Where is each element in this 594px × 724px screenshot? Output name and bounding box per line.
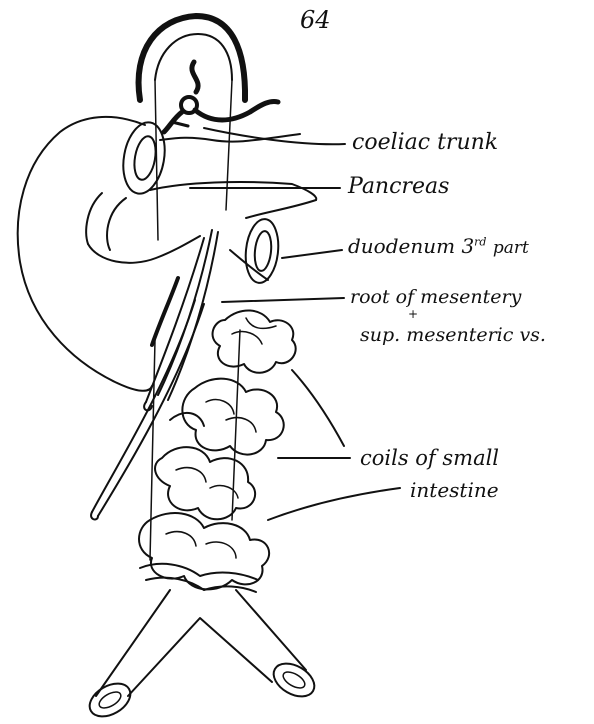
page-number: 64 [300, 8, 331, 32]
iliac-bifurcation [84, 590, 320, 723]
aortic-vessels [139, 16, 245, 240]
label-duodenum-main: duodenum 3 [348, 234, 474, 258]
label-coils-line2: intestine [410, 480, 499, 500]
mesentery-root-strands [91, 230, 240, 560]
label-plus-sign: + [408, 308, 418, 320]
label-duodenum-superscript: rd [474, 235, 486, 248]
label-sup-mesenteric-vs: sup. mesenteric vs. [360, 326, 546, 345]
label-duodenum: duodenum 3rd part [348, 236, 529, 257]
label-duodenum-tail: part [493, 238, 529, 258]
duodenum-third-part-ring [243, 218, 282, 285]
label-coeliac-trunk: coeliac trunk [352, 132, 498, 154]
label-pancreas: Pancreas [348, 176, 449, 198]
coeliac-trunk-vessel [164, 62, 278, 132]
small-intestine-coils [139, 310, 296, 592]
label-root-of-mesentery: root of mesentery [350, 288, 521, 307]
label-coils-line1: coils of small [360, 448, 499, 469]
